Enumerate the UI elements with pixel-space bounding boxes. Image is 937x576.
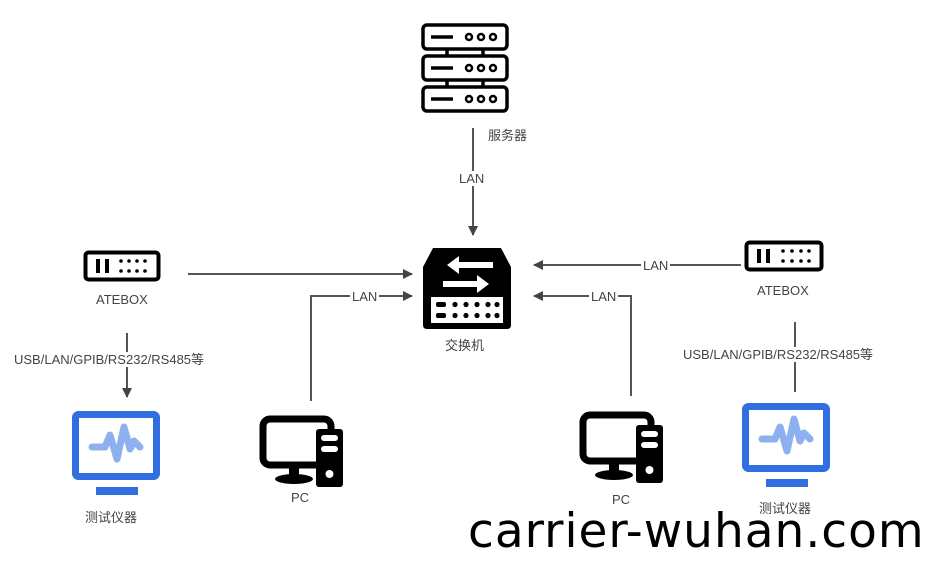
link-pc-right-switch xyxy=(533,291,632,396)
watermark-text: carrier-wuhan.com xyxy=(468,504,925,559)
atebox-left-node xyxy=(83,250,161,287)
link-label-atebox-right: LAN xyxy=(641,258,671,273)
pc-left-label: PC xyxy=(291,490,310,505)
waveform-icon xyxy=(88,423,144,463)
link-label-atebox-right-instrument: USB/LAN/GPIB/RS232/RS485等 xyxy=(683,347,874,362)
atebox-icon xyxy=(83,250,161,282)
waveform-icon xyxy=(758,415,814,455)
switch-label: 交换机 xyxy=(445,338,485,353)
instrument-right-label: 测试仪器 xyxy=(759,501,812,516)
server-node xyxy=(420,22,510,119)
link-label-pc-left: LAN xyxy=(350,289,380,304)
instrument-left-node xyxy=(72,411,160,502)
atebox-icon xyxy=(744,240,824,272)
instrument-left-label: 测试仪器 xyxy=(85,510,138,525)
atebox-right-node xyxy=(744,240,824,277)
pc-icon xyxy=(259,415,343,487)
switch-node xyxy=(421,245,513,336)
atebox-left-label: ATEBOX xyxy=(96,292,148,307)
test-instrument-icon xyxy=(742,403,830,487)
link-label-pc-right: LAN xyxy=(589,289,619,304)
pc-right-label: PC xyxy=(612,492,631,507)
atebox-right-label: ATEBOX xyxy=(757,283,809,298)
server-icon xyxy=(421,23,509,113)
pc-right-node xyxy=(579,411,665,488)
switch-icon xyxy=(423,248,511,329)
pc-left-node xyxy=(259,415,345,492)
pc-icon xyxy=(579,411,663,483)
link-label-atebox-left-instrument: USB/LAN/GPIB/RS232/RS485等 xyxy=(14,352,205,367)
server-label: 服务器 xyxy=(488,128,528,143)
test-instrument-icon xyxy=(72,411,160,495)
link-label-server: LAN xyxy=(459,171,485,186)
link-pc-left-switch xyxy=(310,291,413,401)
instrument-right-node xyxy=(742,403,830,494)
